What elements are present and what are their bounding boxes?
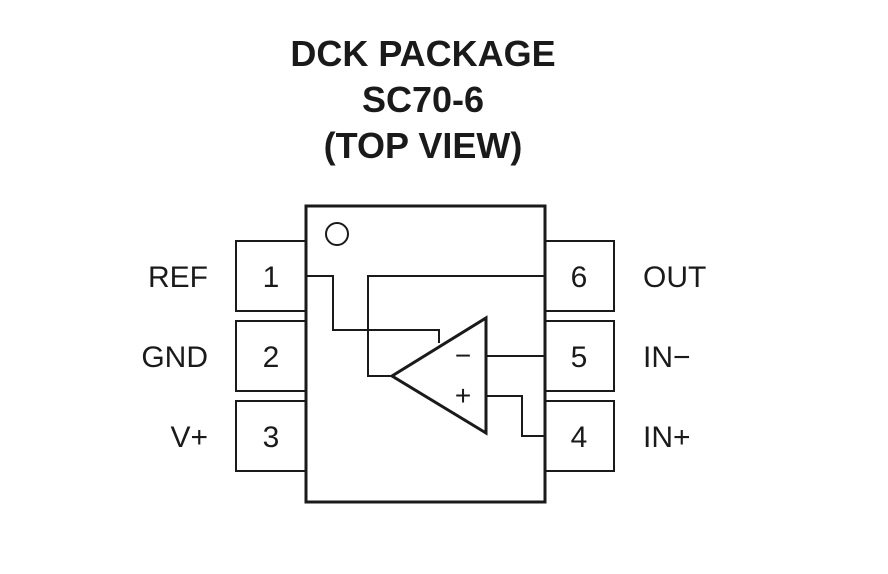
- opamp-minus-sign: −: [455, 340, 471, 371]
- pin-4-number: 4: [571, 421, 588, 454]
- title-line-3: (TOP VIEW): [323, 125, 523, 166]
- pin-5-number: 5: [571, 341, 588, 374]
- pin-2-pad: [235, 320, 307, 392]
- wire-out: [367, 275, 545, 377]
- pin-6-number: 6: [571, 261, 588, 294]
- pin-2-number: 2: [263, 341, 280, 374]
- pin-3-name: V+: [170, 421, 208, 454]
- pin-1-number: 1: [263, 261, 280, 294]
- pin-4-name: IN+: [643, 421, 691, 454]
- wire-in-plus: [486, 395, 545, 437]
- pin-3-number: 3: [263, 421, 280, 454]
- pin-6-name: OUT: [643, 261, 707, 294]
- opamp-plus-sign: +: [455, 380, 471, 411]
- pin-2-name: GND: [141, 341, 208, 374]
- wire-ref: [306, 275, 440, 343]
- pin-5-name: IN−: [643, 341, 691, 374]
- opamp-symbol: [389, 315, 488, 436]
- pin1-indicator-icon: [325, 222, 349, 246]
- title-line-1: DCK PACKAGE: [290, 33, 556, 74]
- pin-3-pad: [235, 400, 307, 472]
- pin-1-name: REF: [148, 261, 208, 294]
- title-line-2: SC70-6: [361, 79, 485, 120]
